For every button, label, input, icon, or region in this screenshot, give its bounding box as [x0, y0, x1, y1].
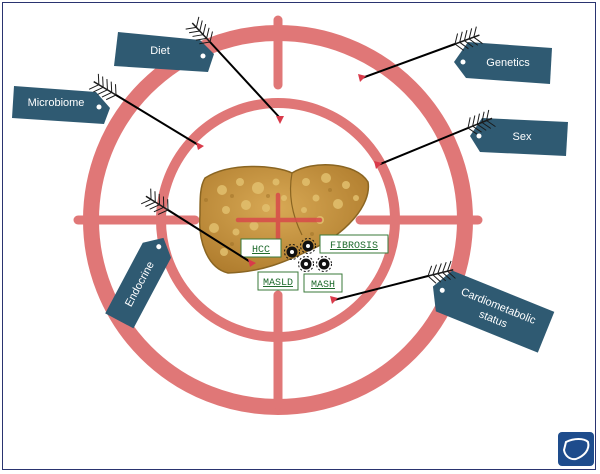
bullet-hole-icon [298, 256, 314, 272]
masld-label: MASLD [263, 278, 293, 289]
tag-sex-label: Sex [513, 131, 532, 143]
tag-genetics: Genetics [454, 42, 552, 84]
tag-microbiome-label: Microbiome [28, 97, 85, 109]
arrow-icon [361, 43, 456, 79]
arrow-fletching [88, 16, 496, 284]
liver-logo-icon [558, 432, 594, 466]
condition-fibrosis: FIBROSIS [319, 234, 389, 254]
mash-label: MASH [311, 280, 335, 291]
tag-diet-label: Diet [150, 45, 170, 57]
condition-hcc: HCC [240, 238, 282, 258]
arrow-icon [209, 41, 281, 119]
bullet-holes [284, 238, 332, 272]
tag-sex: Sex [470, 118, 568, 156]
arrow-icon [115, 94, 201, 147]
tag-genetics-label: Genetics [486, 57, 530, 69]
condition-masld: MASLD [257, 271, 299, 291]
bullet-hole-icon [316, 256, 332, 272]
bullet-hole-icon [284, 244, 300, 260]
condition-mash: MASH [303, 273, 343, 293]
crosshair [73, 15, 483, 410]
bullet-hole-icon [300, 238, 316, 254]
arrow-icon [333, 275, 429, 301]
arrow-icon [377, 127, 469, 166]
arrow-tips [196, 74, 382, 304]
hcc-label: HCC [252, 245, 270, 256]
arrow-icon [167, 209, 253, 264]
tag-diet: Diet [114, 32, 214, 72]
arrows [115, 41, 469, 301]
tag-microbiome: Microbiome [12, 86, 110, 124]
fibrosis-label: FIBROSIS [330, 241, 378, 252]
